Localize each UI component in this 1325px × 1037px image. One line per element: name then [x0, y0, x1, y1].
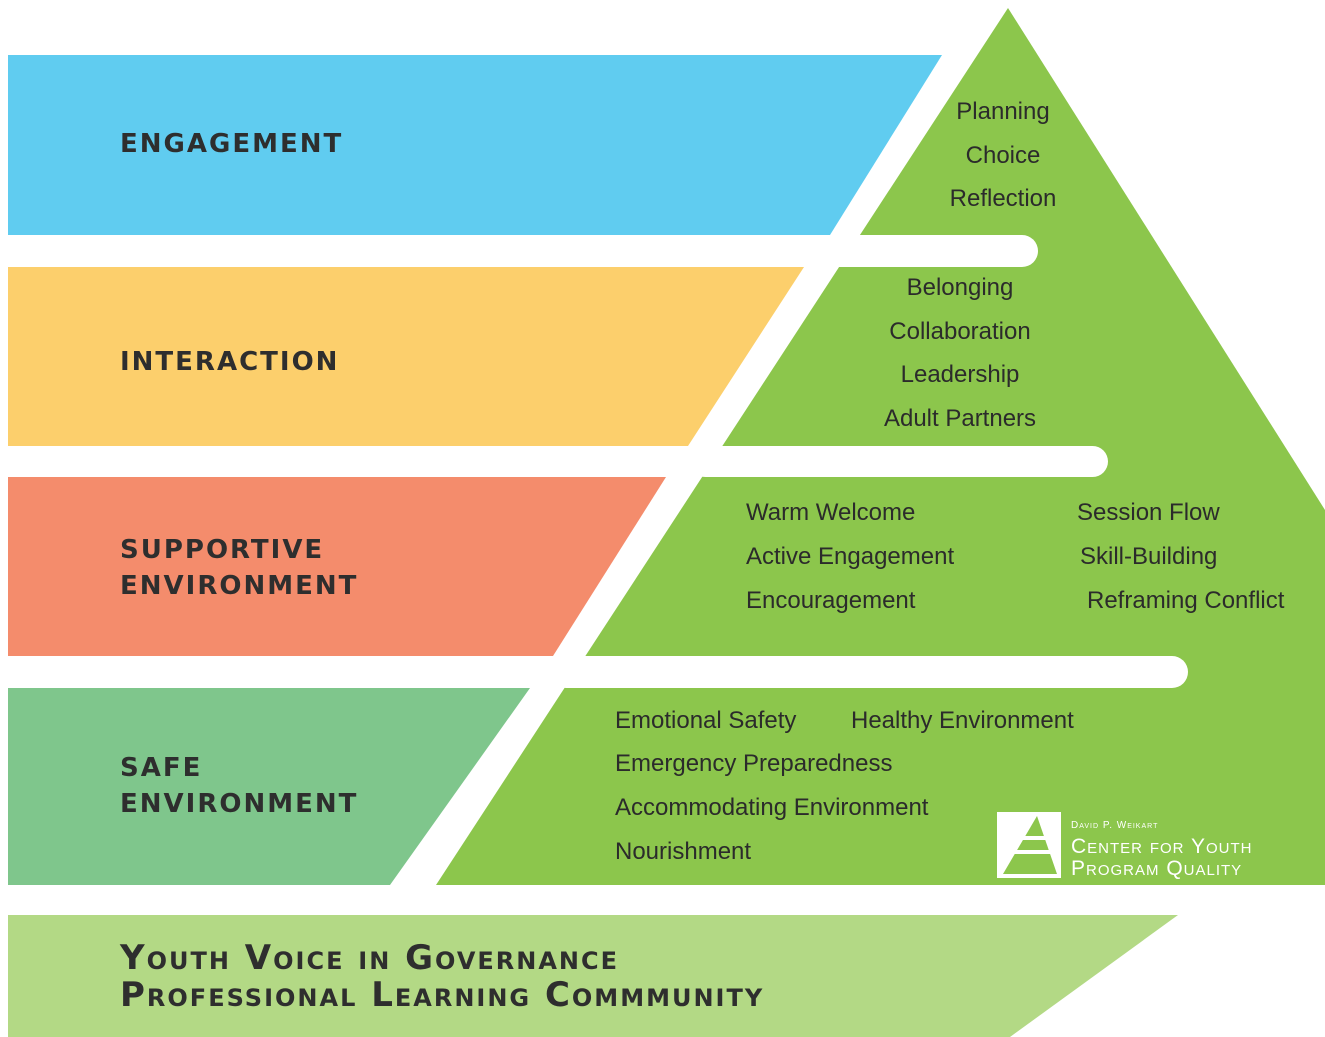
divider-3	[550, 656, 1188, 688]
label-safe: SAFE ENVIRONMENT	[120, 750, 358, 822]
label-interaction: INTERACTION	[120, 344, 339, 380]
item-planning: Planning	[956, 98, 1050, 125]
label-line: ENGAGEMENT	[120, 129, 344, 159]
base-line-1: Youth Voice in Governance	[120, 938, 620, 978]
label-line: ENVIRONMENT	[120, 789, 359, 819]
item-active-engagement: Active Engagement	[746, 543, 955, 570]
band-engagement	[8, 55, 942, 235]
item-adult-partners: Adult Partners	[883, 405, 1037, 432]
item-collaboration: Collaboration	[889, 318, 1031, 345]
band-interaction	[8, 267, 804, 446]
item-emergency-preparedness: Emergency Preparedness	[615, 750, 893, 777]
pyramid-logo-icon	[997, 812, 1061, 878]
item-reframing-conflict: Reframing Conflict	[1087, 587, 1285, 614]
logo-line-2: Program Quality	[1071, 857, 1243, 880]
label-engagement: ENGAGEMENT	[120, 126, 343, 162]
logo-small-text: David P. Weikart	[1071, 820, 1159, 831]
item-accommodating-environment: Accommodating Environment	[615, 794, 929, 821]
base-band	[8, 915, 1178, 1037]
logo: David P. Weikart Center for Youth Progra…	[997, 812, 1322, 880]
divider-2	[690, 446, 1108, 477]
item-skill-building: Skill-Building	[1080, 543, 1218, 570]
item-belonging: Belonging	[906, 274, 1014, 301]
item-healthy-environment: Healthy Environment	[851, 707, 1074, 734]
logo-line-1: Center for Youth	[1071, 835, 1253, 858]
item-nourishment: Nourishment	[615, 838, 752, 865]
item-warm-welcome: Warm Welcome	[746, 499, 916, 526]
item-choice: Choice	[965, 142, 1041, 169]
item-session-flow: Session Flow	[1077, 499, 1220, 526]
label-supportive: SUPPORTIVE ENVIRONMENT	[120, 532, 358, 604]
band-supportive	[8, 477, 666, 656]
base-label: Youth Voice in Governance Professional L…	[120, 940, 764, 1014]
label-line: ENVIRONMENT	[120, 571, 359, 601]
item-emotional-safety: Emotional Safety	[615, 707, 797, 734]
item-leadership: Leadership	[900, 361, 1020, 388]
base-line-2: Professional Learning Commmunity	[120, 975, 765, 1015]
divider-1	[820, 235, 1038, 267]
item-reflection: Reflection	[949, 185, 1057, 212]
item-encouragement: Encouragement	[746, 587, 916, 614]
band-safe	[8, 688, 530, 885]
label-line: INTERACTION	[120, 347, 340, 377]
label-line: SAFE	[120, 753, 203, 783]
label-line: SUPPORTIVE	[120, 535, 325, 565]
